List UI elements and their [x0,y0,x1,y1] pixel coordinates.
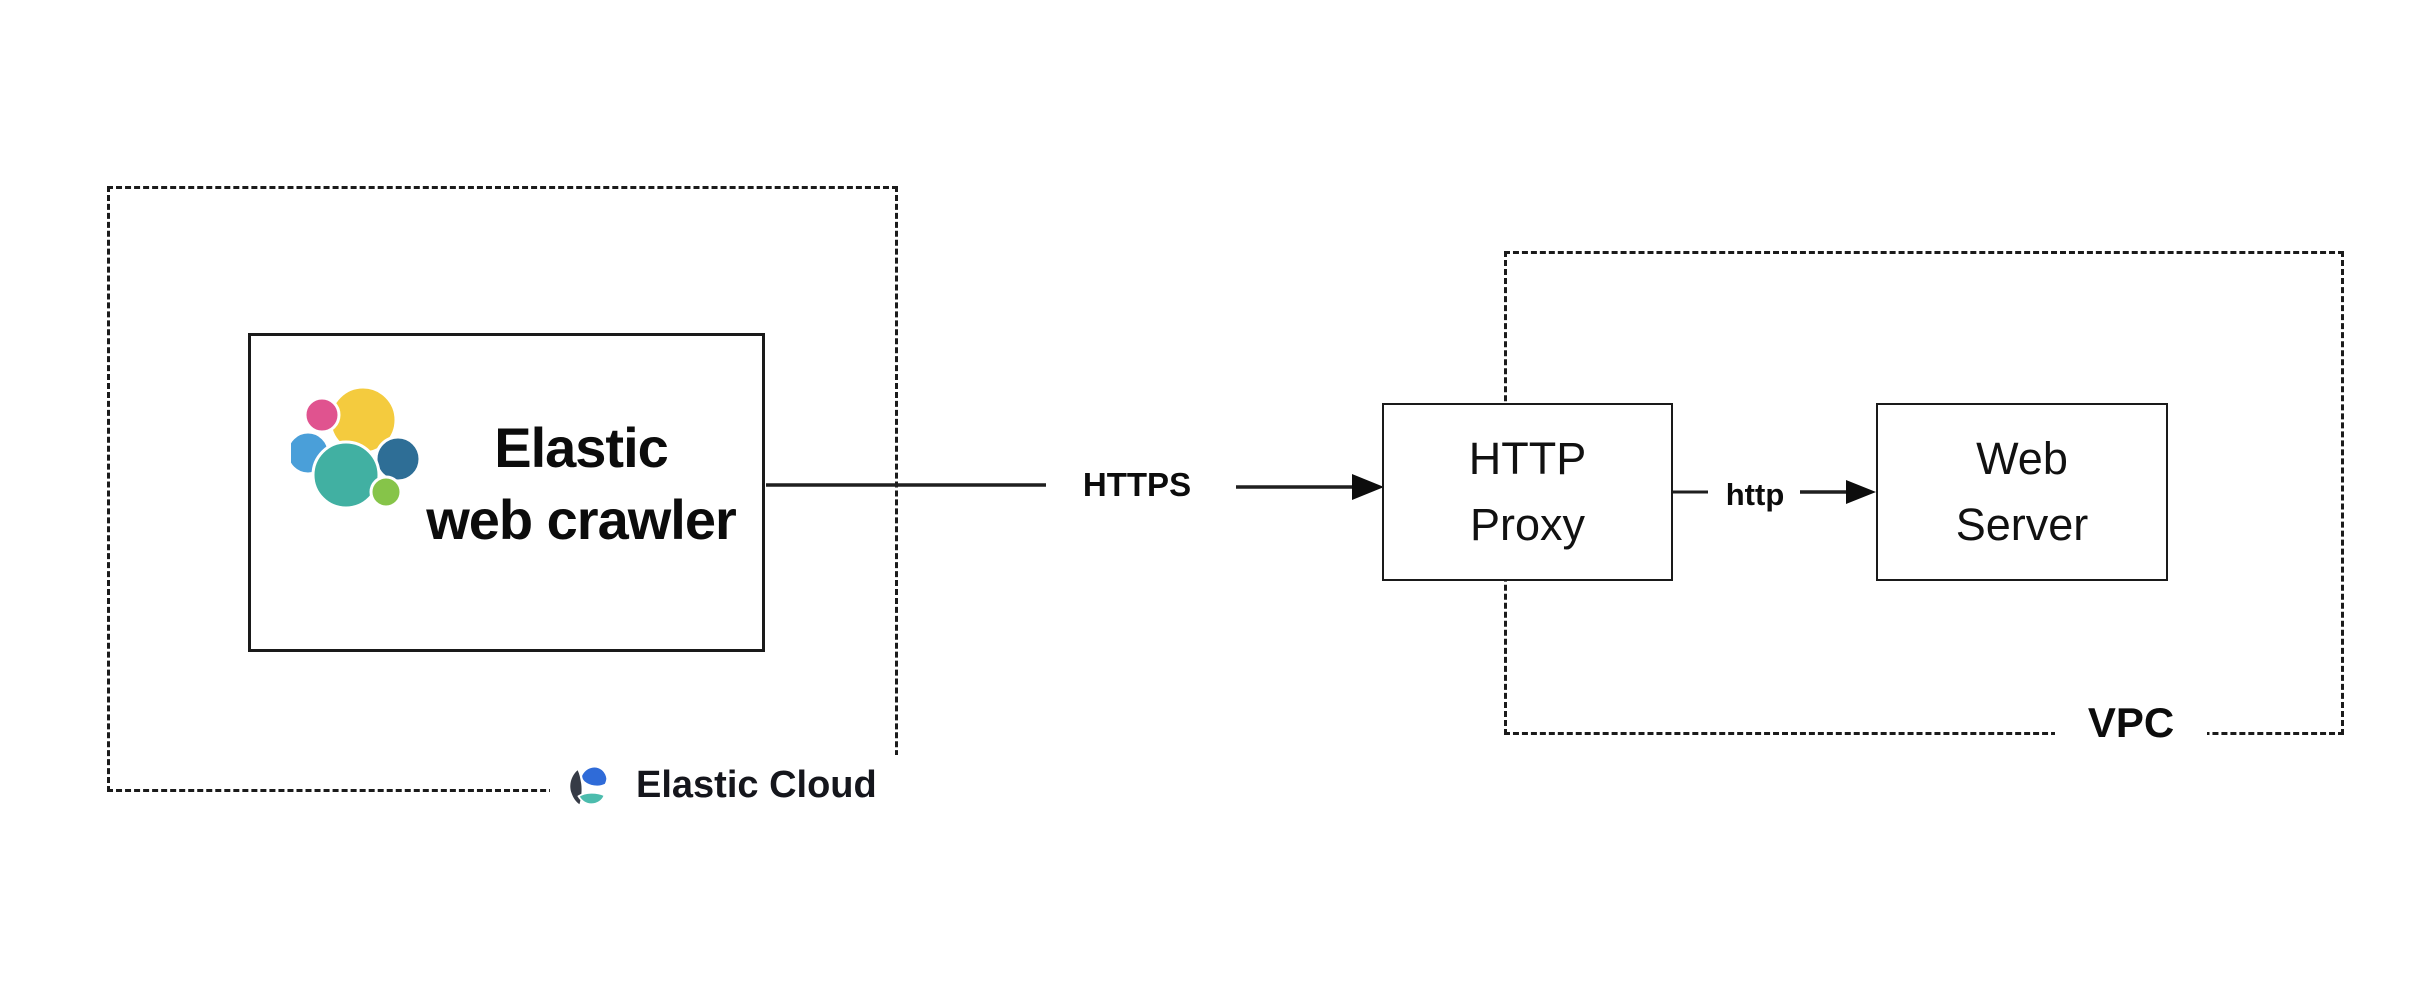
elastic-web-crawler-node: Elastic web crawler [248,333,765,652]
elasticsearch-icon [291,385,421,509]
proxy-label-line2: Proxy [1469,499,1586,550]
elastic-cloud-label: Elastic Cloud [636,763,877,806]
crawler-label-line2: web crawler [426,488,737,551]
elastic-cloud-label-group: Elastic Cloud [550,755,903,815]
https-proxy-arrowhead [1352,474,1384,500]
web-server-node: Web Server [1876,403,2168,581]
http-edge-label: http [1725,477,1785,512]
proxy-label-line1: HTTP [1468,433,1587,484]
vpc-label: VPC [2055,694,2207,752]
elastic-cloud-boundary: Elastic Cloud [107,186,903,815]
webserver-label-line1: Web [1976,433,2068,484]
https-edge-label: HTTPS [1082,466,1192,503]
crawler-label-line1: Elastic [494,416,669,479]
crawler-node-label: Elastic web crawler [403,412,759,556]
elastic-cloud-icon [570,765,609,805]
webserver-label-line2: Server [1955,499,2089,550]
http-proxy-node: HTTP Proxy [1382,403,1673,581]
